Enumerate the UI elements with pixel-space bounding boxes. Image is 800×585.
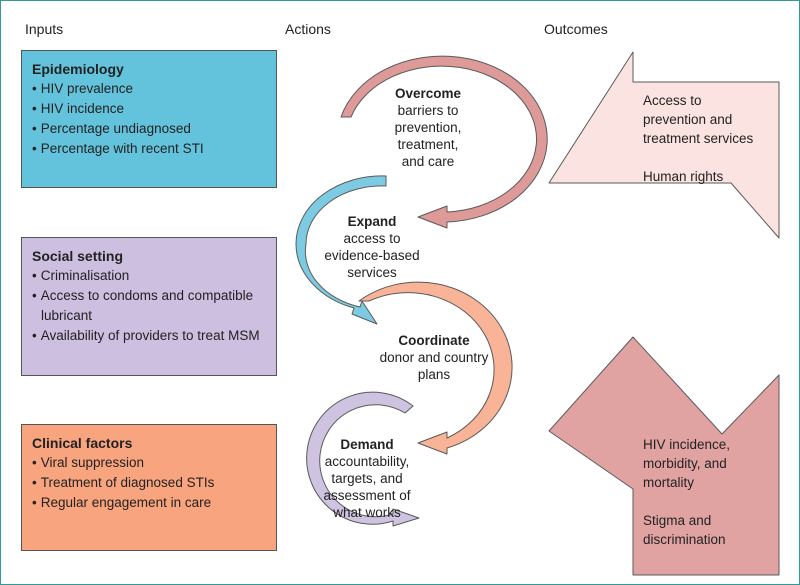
outcome-arrow-incidence — [548, 336, 780, 576]
action-title: Overcome — [394, 86, 462, 101]
action-description: accountability, targets, and assessment … — [323, 454, 411, 520]
input-title: Social setting — [32, 248, 124, 264]
input-box-epidemiology: Epidemiology HIV prevalence HIV incidenc… — [21, 50, 277, 188]
expand-cycle-arrow — [295, 175, 387, 325]
actions-heading: Actions — [285, 21, 331, 37]
action-text-overcome: Overcome barriers to prevention, treatme… — [385, 85, 471, 170]
action-text-demand: Demand accountability, targets, and asse… — [317, 436, 417, 521]
outcome-arrow-access — [548, 51, 780, 239]
action-text-coordinate: Coordinate donor and country plans — [379, 332, 489, 383]
outcomes-heading: Outcomes — [544, 21, 608, 37]
outcome-line: Stigma and — [643, 513, 712, 528]
input-box-clinical-factors: Clinical factors Viral suppression Treat… — [21, 424, 277, 551]
action-title: Coordinate — [398, 333, 470, 348]
outcome-line: mortality — [643, 475, 695, 490]
inputs-heading: Inputs — [25, 21, 64, 37]
outcome-text-incidence: HIV incidence, morbidity, and mortality … — [643, 435, 773, 549]
input-item: Percentage undiagnosed — [32, 119, 266, 139]
input-item: Criminalisation — [32, 266, 266, 286]
input-title: Clinical factors — [32, 435, 133, 451]
outcome-line: prevention and — [643, 112, 733, 127]
input-item: Access to condoms and compatible lubrica… — [32, 286, 266, 326]
outcome-line: Human rights — [643, 169, 724, 184]
input-item: Percentage with recent STI — [32, 139, 266, 159]
coordinate-cycle-arrow — [358, 281, 513, 455]
outcome-line: discrimination — [643, 532, 726, 547]
demand-cycle-arrow — [306, 391, 420, 527]
input-item: HIV incidence — [32, 99, 266, 119]
action-title: Expand — [347, 214, 397, 229]
overcome-cycle-arrow — [340, 55, 548, 229]
input-item: Availability of providers to treat MSM — [32, 326, 266, 346]
action-description: barriers to prevention, treatment, and c… — [394, 103, 462, 169]
outcome-text-access: Access to prevention and treatment servi… — [643, 91, 773, 186]
action-description: donor and country plans — [379, 350, 489, 382]
input-item: Regular engagement in care — [32, 493, 266, 513]
outcome-line: HIV incidence, — [643, 437, 731, 452]
input-item: Treatment of diagnosed STIs — [32, 473, 266, 493]
input-item: Viral suppression — [32, 453, 266, 473]
outcome-line: treatment services — [643, 131, 754, 146]
action-title: Demand — [340, 437, 394, 452]
action-text-expand: Expand access to evidence-based services — [321, 213, 423, 281]
action-description: access to evidence-based services — [324, 231, 420, 280]
input-item: HIV prevalence — [32, 79, 266, 99]
input-title: Epidemiology — [32, 61, 124, 77]
input-box-social-setting: Social setting Criminalisation Access to… — [21, 237, 277, 376]
outcome-line: Access to — [643, 93, 702, 108]
outcome-line: morbidity, and — [643, 456, 727, 471]
